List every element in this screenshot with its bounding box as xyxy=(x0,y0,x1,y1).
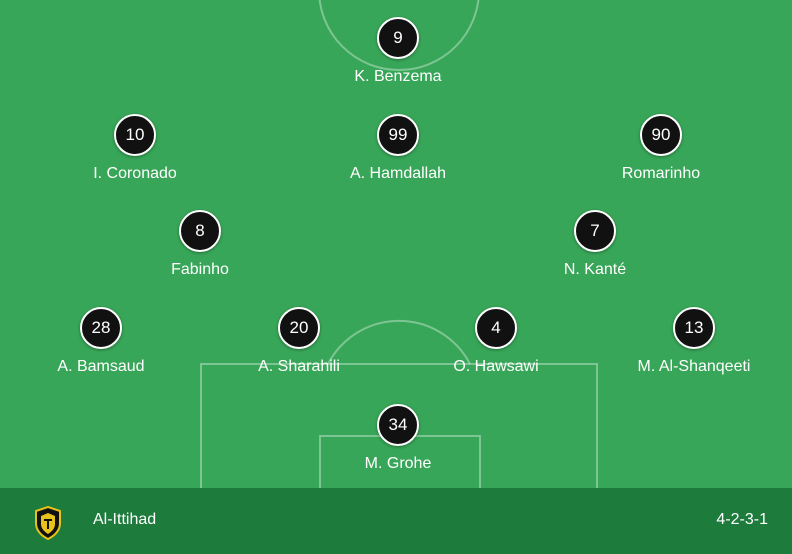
player-benzema[interactable]: 9 K. Benzema xyxy=(308,17,488,86)
player-number: 34 xyxy=(377,404,419,446)
player-name: A. Hamdallah xyxy=(349,165,447,182)
player-name: M. Al-Shanqeeti xyxy=(637,358,751,375)
al-ittihad-crest-icon xyxy=(35,506,61,540)
penalty-box xyxy=(200,363,598,488)
team-name: Al-Ittihad xyxy=(93,511,157,528)
player-number: 99 xyxy=(377,114,419,156)
player-sharahili[interactable]: 20 A. Sharahili xyxy=(209,307,389,376)
player-name: N. Kanté xyxy=(563,261,627,278)
center-circle xyxy=(318,0,480,71)
player-number: 7 xyxy=(574,210,616,252)
formation-label: 4-2-3-1 xyxy=(716,511,768,528)
player-grohe[interactable]: 34 M. Grohe xyxy=(308,404,488,473)
player-number: 20 xyxy=(278,307,320,349)
player-number: 4 xyxy=(475,307,517,349)
player-romarinho[interactable]: 90 Romarinho xyxy=(571,114,751,183)
player-number: 9 xyxy=(377,17,419,59)
player-number: 90 xyxy=(640,114,682,156)
player-hawsawi[interactable]: 4 O. Hawsawi xyxy=(406,307,586,376)
player-hamdallah[interactable]: 99 A. Hamdallah xyxy=(308,114,488,183)
player-number: 10 xyxy=(114,114,156,156)
player-name: M. Grohe xyxy=(364,455,432,472)
player-coronado[interactable]: 10 I. Coronado xyxy=(45,114,225,183)
player-number: 8 xyxy=(179,210,221,252)
player-name: Romarinho xyxy=(621,165,701,182)
pitch: 9 K. Benzema 10 I. Coronado 99 A. Hamdal… xyxy=(11,0,784,488)
player-name: I. Coronado xyxy=(93,165,177,182)
player-number: 13 xyxy=(673,307,715,349)
player-name: O. Hawsawi xyxy=(453,358,539,375)
player-number: 28 xyxy=(80,307,122,349)
penalty-arc xyxy=(327,319,471,365)
player-name: A. Sharahili xyxy=(258,358,340,375)
player-kante[interactable]: 7 N. Kanté xyxy=(505,210,685,279)
player-name: K. Benzema xyxy=(354,68,442,85)
player-fabinho[interactable]: 8 Fabinho xyxy=(110,210,290,279)
player-bamsaud[interactable]: 28 A. Bamsaud xyxy=(11,307,191,376)
team-footer: Al-Ittihad 4-2-3-1 xyxy=(0,488,792,554)
player-alshanqeeti[interactable]: 13 M. Al-Shanqeeti xyxy=(604,307,784,376)
player-name: Fabinho xyxy=(171,261,229,278)
player-name: A. Bamsaud xyxy=(57,358,145,375)
